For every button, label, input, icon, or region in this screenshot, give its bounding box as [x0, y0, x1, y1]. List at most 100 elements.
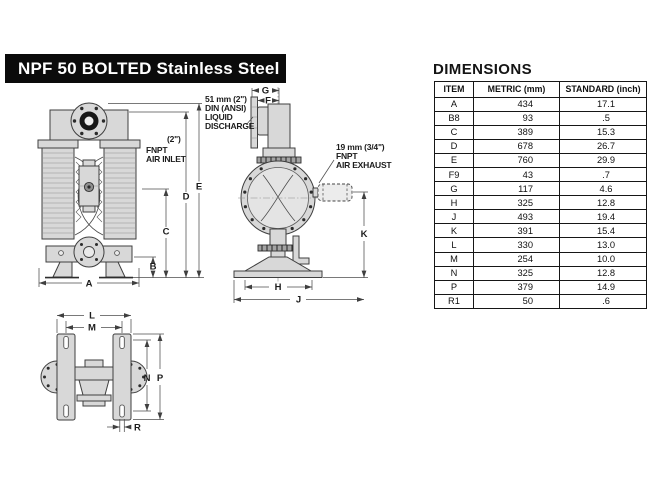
pump-technical-drawing: A B C D E (2") FNPT AIR INLET — [37, 86, 393, 434]
cell-item: B8 — [448, 113, 460, 124]
air-exhaust-label: 19 mm (3/4") FNPT AIR EXHAUST — [318, 142, 393, 184]
cell-metric: 254 — [473, 252, 559, 266]
cell-item: A — [450, 99, 458, 110]
cell-standard: 29.9 — [559, 153, 646, 167]
cell-item: F9 — [448, 169, 460, 180]
cell-standard: 10.0 — [559, 252, 646, 266]
cell-metric: 325 — [473, 266, 559, 280]
cell-metric: 117 — [473, 182, 559, 196]
cell-standard: .7 — [559, 167, 646, 182]
air-exhaust-port — [317, 183, 353, 202]
cell-standard: .6 — [559, 294, 646, 308]
cell-standard: 13.0 — [559, 238, 646, 252]
cell-standard: 17.1 — [559, 97, 646, 111]
cell-standard: 19.4 — [559, 210, 646, 224]
dim-label-l: L — [89, 311, 95, 322]
top-view — [40, 333, 148, 421]
cell-standard: 15.3 — [559, 125, 646, 139]
col-header-item: ITEM — [443, 84, 465, 95]
cell-metric: 330 — [473, 238, 559, 252]
cell-standard: 15.4 — [559, 224, 646, 238]
cell-metric: 434 — [473, 97, 559, 111]
cell-item: C — [450, 127, 458, 138]
cell-metric: 389 — [473, 125, 559, 139]
top-view-dimensions: L M N P R — [56, 311, 164, 434]
cell-standard: 26.7 — [559, 139, 646, 153]
cell-standard: 12.8 — [559, 196, 646, 210]
inlet-size-label: (2") — [167, 134, 181, 144]
svg-text:FNPT: FNPT — [146, 145, 168, 155]
svg-text:AIR EXHAUST: AIR EXHAUST — [336, 160, 392, 170]
cell-metric: 391 — [473, 224, 559, 238]
cell-item: K — [450, 225, 458, 236]
cell-item: H — [450, 197, 458, 208]
cell-standard: 14.9 — [559, 280, 646, 294]
dim-label-f: F — [265, 96, 271, 107]
dim-label-h: H — [275, 282, 282, 293]
svg-text:FNPT: FNPT — [336, 151, 358, 161]
cell-item: D — [450, 141, 458, 152]
cell-metric: 43 — [473, 167, 559, 182]
cell-item: R1 — [448, 296, 460, 307]
front-view-dimensions: A B C D E (2") FNPT AIR INLET — [38, 103, 204, 290]
dim-label-r: R — [134, 423, 141, 434]
dim-label-j: J — [296, 295, 301, 306]
svg-text:LIQUID: LIQUID — [205, 112, 233, 122]
cell-metric: 325 — [473, 196, 559, 210]
title-bar: NPF 50 BOLTED Stainless Steel — [5, 54, 286, 83]
cell-metric: 379 — [473, 280, 559, 294]
svg-text:AIR INLET: AIR INLET — [146, 154, 187, 164]
table-row: B8 93.5 — [435, 110, 646, 125]
svg-text:DIN (ANSI): DIN (ANSI) — [205, 103, 246, 113]
cell-item: E — [450, 155, 458, 166]
dim-label-e: E — [196, 182, 202, 193]
cell-metric: 760 — [473, 153, 559, 167]
dim-label-k: K — [361, 229, 368, 240]
dimensions-heading: DIMENSIONS — [433, 61, 533, 78]
svg-text:51 mm (2"): 51 mm (2") — [205, 94, 247, 104]
cell-item: G — [450, 183, 458, 194]
dim-label-g: G — [262, 86, 269, 97]
col-header-standard: STANDARD (inch) — [559, 82, 646, 97]
cell-standard: 12.8 — [559, 266, 646, 280]
cell-item: N — [450, 268, 458, 279]
cell-metric: 50 — [473, 294, 559, 308]
cell-metric: 493 — [473, 210, 559, 224]
cell-standard: .5 — [559, 111, 646, 125]
cell-item: P — [450, 282, 458, 293]
svg-text:DISCHARGE: DISCHARGE — [205, 121, 255, 131]
side-view — [233, 87, 353, 284]
table-header-row: ITEM METRIC (mm) STANDARD (inch) — [435, 82, 646, 97]
dim-label-b: B — [150, 262, 157, 273]
flange-bolt-holes — [72, 106, 106, 136]
dim-label-p: P — [157, 373, 164, 384]
cell-standard: 4.6 — [559, 182, 646, 196]
air-inlet-label: (2") FNPT AIR INLET — [146, 134, 187, 164]
cell-metric: 678 — [473, 139, 559, 153]
col-header-metric: METRIC (mm) — [473, 82, 559, 97]
side-view-dimensions: G F H J K 51 mm (2") DIN (ANSI) LIQUID D… — [205, 86, 393, 306]
liquid-discharge-label: 51 mm (2") DIN (ANSI) LIQUID DISCHARGE — [205, 94, 255, 131]
dim-label-c: C — [163, 227, 170, 238]
cell-metric: 93 — [473, 111, 559, 125]
table-row: R1 50.6 — [435, 293, 646, 308]
page-title: NPF 50 BOLTED Stainless Steel — [18, 58, 280, 78]
svg-text:19 mm (3/4"): 19 mm (3/4") — [336, 142, 385, 152]
front-view — [37, 102, 141, 279]
cell-item: M — [450, 254, 458, 265]
cell-item: J — [451, 211, 457, 222]
table-row: F9 43.7 — [435, 166, 646, 182]
